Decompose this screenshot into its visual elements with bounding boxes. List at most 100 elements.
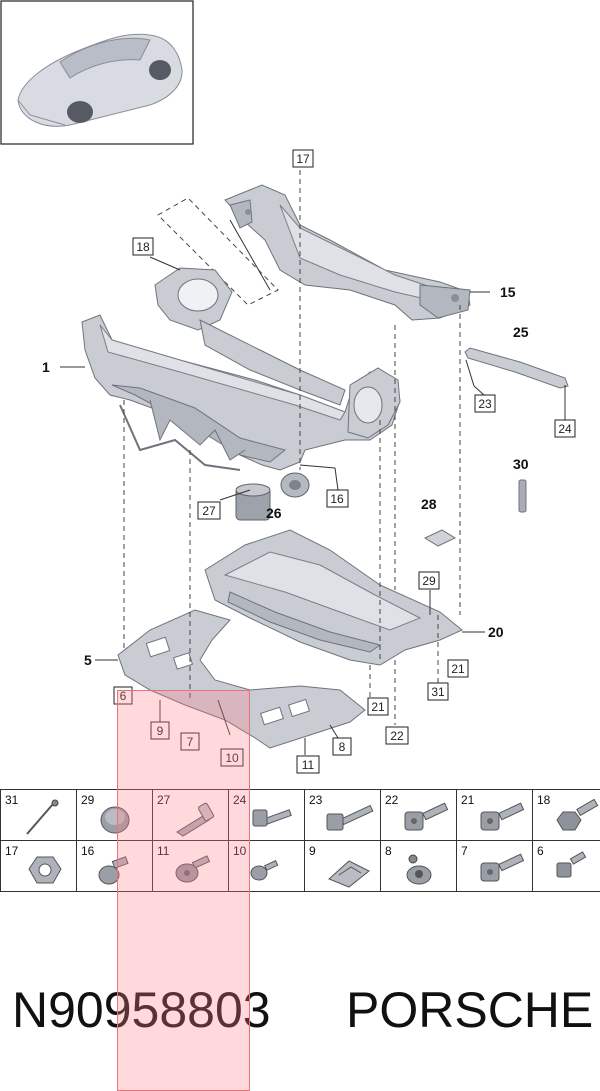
footer: N90958803 PORSCHE [0,975,600,1055]
callout-30: 30 [513,456,529,472]
small-bolt-icon [553,849,600,889]
long-bolt-icon [325,798,377,838]
callout-17: 17 [292,149,314,168]
shield-plate-part-5 [117,609,366,749]
callout-28: 28 [421,496,437,512]
callout-26: 26 [266,505,282,521]
svg-text:17: 17 [296,152,310,166]
main-subframe [81,267,401,471]
part-number-label: 23 [309,793,323,807]
parts-table-cell: 8 [380,840,457,892]
bushing-part-26 [235,483,271,521]
part-number-label: 27 [157,793,171,807]
parts-table-cell: 7 [456,840,533,892]
svg-text:21: 21 [371,700,385,714]
parts-table-cell: 10 [228,840,305,892]
callout-15: 15 [500,284,516,300]
torx-bolt-icon [477,849,529,889]
expanding-rivet-icon [173,798,225,838]
part-number-label: 8 [385,844,392,858]
callout-21-left: 21 [367,697,389,716]
hex-bolt-icon [553,798,600,838]
parts-table-row: 31 29 27 24 23 22 21 18 [0,789,600,841]
callout-16: 16 [326,489,349,508]
part-number-label: 9 [309,844,316,858]
callout-9: 9 [150,721,170,740]
rear-cross-member [224,184,471,321]
part-number-label: 22 [385,793,399,807]
callout-6: 6 [113,686,133,705]
svg-text:10: 10 [225,751,239,765]
callout-21-right: 21 [447,659,469,678]
brand-name: PORSCHE [346,982,594,1038]
parts-table-cell: 31 [0,789,77,841]
svg-text:11: 11 [302,758,315,772]
callout-7: 7 [180,732,200,751]
part-number: N90958803 [12,982,271,1038]
svg-text:8: 8 [339,740,346,754]
parts-table-cell: 9 [304,840,381,892]
svg-text:29: 29 [422,574,436,588]
part-number-label: 6 [537,844,544,858]
parts-table-cell: 24 [228,789,305,841]
leader-lines [60,219,566,755]
callout-24: 24 [554,419,576,438]
svg-text:22: 22 [390,729,404,743]
part-number-label: 18 [537,793,551,807]
carriage-bolt-icon [97,849,149,889]
cable-tie-icon [21,798,73,838]
svg-text:18: 18 [136,240,150,254]
callout-31: 31 [427,682,449,701]
svg-text:27: 27 [202,504,216,518]
svg-text:9: 9 [157,724,164,738]
parts-table-cell: 16 [76,840,153,892]
callout-29: 29 [418,571,440,590]
parts-table-cell: 21 [456,789,533,841]
vehicle-thumbnail [0,0,194,145]
svg-text:23: 23 [478,397,492,411]
speed-clip-icon [325,849,377,889]
dashed-outline-18 [157,197,279,306]
hex-nut-icon [21,849,73,889]
parts-table-cell: 22 [380,789,457,841]
torx-bolt-icon [477,798,529,838]
bushing-part-26-mount [280,472,310,498]
svg-text:7: 7 [187,735,194,749]
part-number-label: 17 [5,844,19,858]
parts-table-cell: 27 [152,789,229,841]
flange-bolt-icon [249,798,301,838]
bracket-part-25 [464,347,569,389]
pan-head-screw-icon [173,849,225,889]
part-number-label: 16 [81,844,95,858]
callout-27: 27 [197,501,221,520]
callout-25: 25 [513,324,529,340]
callout-1: 1 [42,359,50,375]
parts-table-cell: 18 [532,789,600,841]
pin-part-30 [518,479,527,513]
torx-bolt-icon [401,798,453,838]
part-number-label: 31 [5,793,19,807]
parts-table-cell: 17 [0,840,77,892]
svg-text:24: 24 [558,422,572,436]
small-screw-icon [249,849,301,889]
rubber-plug-icon [97,798,149,838]
cage-nut-icon [401,849,453,889]
underbody-panel-part-20 [204,529,463,666]
part-number-label: 11 [157,844,170,858]
part-number-label: 24 [233,793,247,807]
callout-8: 8 [332,737,352,756]
svg-text:16: 16 [330,492,344,506]
callout-18: 18 [132,237,154,256]
svg-text:21: 21 [451,662,465,676]
svg-text:6: 6 [120,689,127,703]
pad-part-28 [423,529,457,547]
callout-20: 20 [488,624,504,640]
dashed-guides [123,170,461,725]
callout-5: 5 [84,652,92,668]
part-number-label: 10 [233,844,247,858]
part-number-label: 29 [81,793,95,807]
selection-highlight [117,690,250,1091]
exploded-parts-diagram: 17 18 1 15 25 23 24 30 27 26 16 28 29 20… [0,0,576,774]
